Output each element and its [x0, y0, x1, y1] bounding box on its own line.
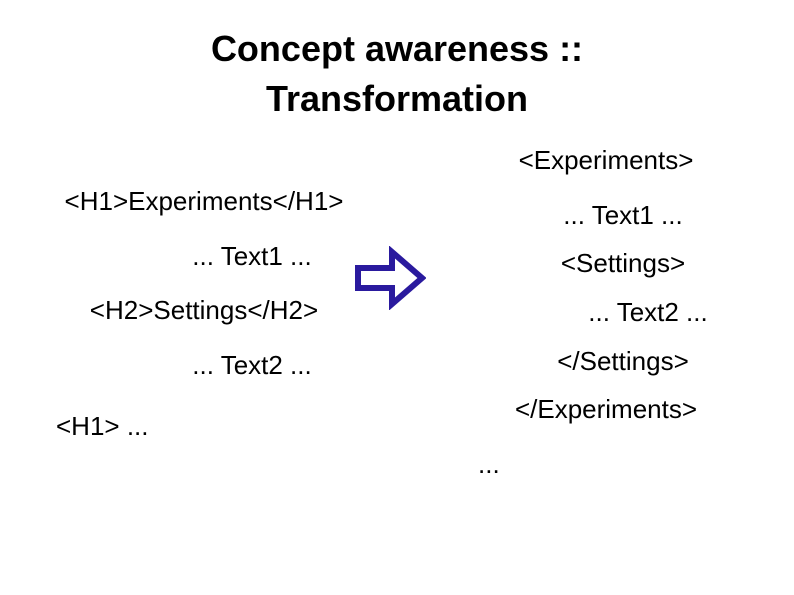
source-line-text2: ... Text2 ...: [192, 350, 312, 381]
target-line-experiments-open: <Experiments>: [518, 145, 694, 175]
source-line-text1: ... Text1 ...: [192, 240, 312, 271]
source-markup-column: <H1>Experiments</H1> ... Text1 ... <H2>S…: [18, 186, 390, 441]
right-block-arrow-icon: [355, 246, 426, 310]
transformation-arrow: [354, 246, 426, 310]
target-line-settings-close: </Settings>: [557, 345, 689, 376]
target-line-text2: ... Text2 ...: [588, 297, 708, 328]
source-line-h2: <H2>Settings</H2>: [89, 295, 319, 326]
page-title: Concept awareness :: Transformation: [210, 28, 584, 119]
source-line-h1-open: <H1>Experiments</H1>: [64, 186, 344, 216]
target-line-text1: ... Text1 ...: [563, 199, 683, 230]
target-markup-column: <Experiments> ... Text1 ... <Settings> .…: [432, 145, 780, 480]
source-line-h1-close: <H1> ...: [56, 410, 149, 441]
target-line-settings-open: <Settings>: [560, 248, 686, 279]
target-line-experiments-close: </Experiments>: [514, 394, 698, 425]
target-line-ellipsis: ...: [478, 449, 500, 480]
